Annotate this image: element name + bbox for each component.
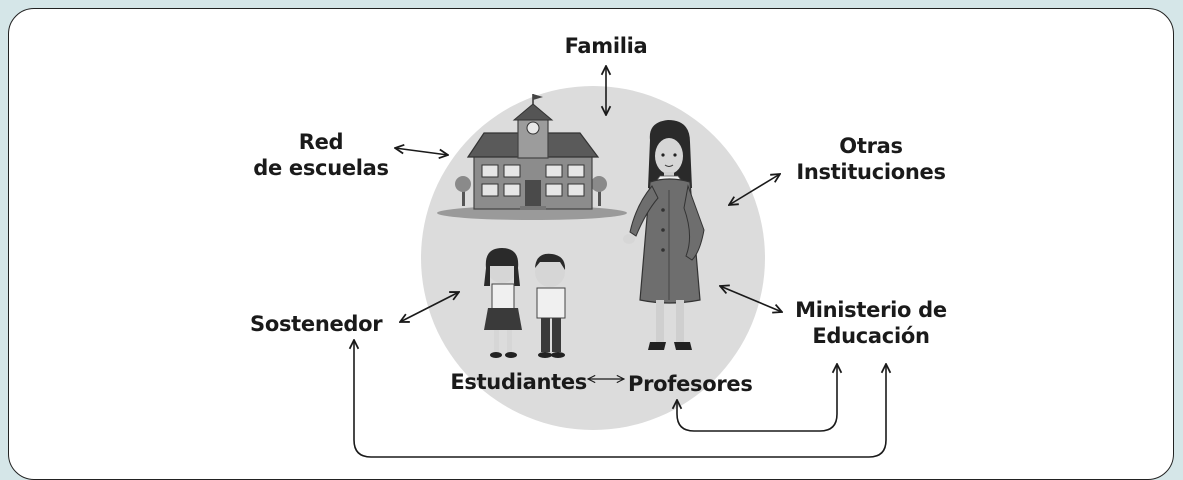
school-building-illustration xyxy=(437,94,627,220)
connector-profesores-ministerio xyxy=(677,364,837,432)
label-otras-line1: Otras xyxy=(839,134,903,158)
connector-sostenedor-ministerio xyxy=(354,340,886,458)
arrow-otras-instituciones xyxy=(729,174,780,205)
label-profesores: Profesores xyxy=(628,372,753,396)
label-red-line2: de escuelas xyxy=(253,156,389,180)
label-ministerio-line1: Ministerio de xyxy=(795,298,947,322)
label-red-line1: Red xyxy=(298,130,344,154)
diagram-canvas xyxy=(0,0,1183,458)
label-ministerio-line2: Educación xyxy=(812,324,930,348)
arrow-ministerio xyxy=(720,286,782,312)
label-red-de-escuelas: Red de escuelas xyxy=(246,129,396,181)
label-sostenedor: Sostenedor xyxy=(250,312,383,336)
label-otras-line2: Instituciones xyxy=(796,160,946,184)
arrow-red-escuelas xyxy=(395,148,448,155)
label-familia: Familia xyxy=(564,34,648,58)
label-otras-instituciones: Otras Instituciones xyxy=(786,133,956,185)
arrow-sostenedor xyxy=(400,292,459,322)
label-estudiantes: Estudiantes xyxy=(450,370,587,394)
label-ministerio-de-educacion: Ministerio de Educación xyxy=(786,297,956,349)
